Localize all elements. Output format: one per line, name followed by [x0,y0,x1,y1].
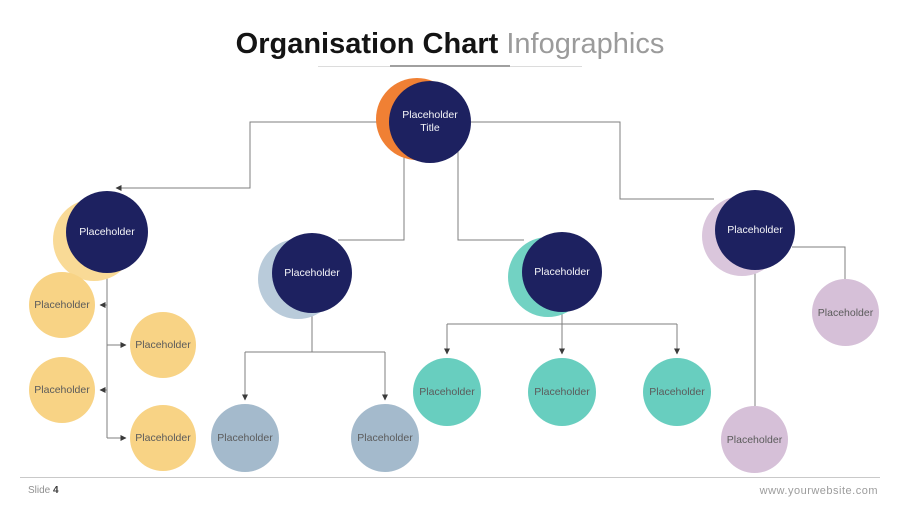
branch-yellow-circle: Placeholder [66,191,148,273]
org-node-teal-child-1[interactable]: Placeholder [413,358,481,426]
connector-root-teal [457,145,524,241]
blue-child-2-label: Placeholder [357,432,413,444]
slide-number-label: Slide [28,485,51,496]
connector-root-left [115,121,392,191]
org-node-branch-teal[interactable]: Placeholder [508,232,602,317]
org-node-branch-yellow[interactable]: Placeholder [53,191,148,281]
org-node-teal-child-3[interactable]: Placeholder [643,358,711,426]
org-node-teal-child-2[interactable]: Placeholder [528,358,596,426]
org-node-branch-pink[interactable]: Placeholder [702,190,795,276]
connector-root-right [468,121,714,200]
org-node-root[interactable]: Placeholder Title [376,78,471,163]
teal-child-2-label: Placeholder [534,386,590,398]
connector-pink-elbow [792,246,846,279]
org-node-yellow-child-4[interactable]: Placeholder [130,405,196,471]
branch-yellow-label: Placeholder [79,225,135,238]
teal-child-1-label: Placeholder [419,386,475,398]
root-circle: Placeholder Title [389,81,471,163]
teal-child-3-label: Placeholder [649,386,705,398]
branch-pink-label: Placeholder [727,223,783,236]
slide-title-sub: Infographics [506,28,665,60]
teal-child-1-circle: Placeholder [413,358,481,426]
pink-child-1-label: Placeholder [817,306,874,319]
slide-number: Slide 4 [28,485,59,496]
blue-child-1-circle: Placeholder [211,404,279,472]
title-underline-accent [390,65,510,67]
slide-title: Organisation Chart Infographics [0,27,900,61]
yellow-child-4-circle: Placeholder [130,405,196,471]
slide-title-main: Organisation Chart [235,28,499,60]
yellow-child-1-circle: Placeholder [29,272,95,338]
org-node-pink-child-2[interactable]: Placeholder [721,406,788,473]
slide-number-value: 4 [53,485,59,496]
blue-child-2-circle: Placeholder [351,404,419,472]
root-label: Placeholder Title [402,109,458,134]
org-node-yellow-child-3[interactable]: Placeholder [29,357,95,423]
org-node-blue-child-1[interactable]: Placeholder [211,404,279,472]
yellow-child-3-circle: Placeholder [29,357,95,423]
yellow-child-2-label: Placeholder [135,339,191,351]
teal-child-3-circle: Placeholder [643,358,711,426]
branch-blue-label: Placeholder [284,266,340,279]
branch-pink-circle: Placeholder [715,190,795,270]
yellow-child-1-label: Placeholder [34,299,90,311]
org-node-yellow-child-1[interactable]: Placeholder [29,272,95,338]
pink-child-1-circle: Placeholder [812,279,879,346]
org-node-pink-child-1[interactable]: Placeholder [812,279,879,346]
org-node-yellow-child-2[interactable]: Placeholder [130,312,196,378]
org-node-branch-blue[interactable]: Placeholder [258,233,352,319]
branch-teal-label: Placeholder [534,265,590,278]
pink-child-2-label: Placeholder [726,433,783,446]
website-url: www.yourwebsite.com [759,485,878,497]
yellow-child-4-label: Placeholder [135,432,191,444]
blue-child-1-label: Placeholder [217,432,273,444]
yellow-child-3-label: Placeholder [34,384,90,396]
yellow-child-2-circle: Placeholder [130,312,196,378]
branch-teal-circle: Placeholder [522,232,602,312]
footer-divider [20,477,880,478]
connector-root-blue [338,145,405,241]
branch-blue-circle: Placeholder [272,233,352,313]
pink-child-2-circle: Placeholder [721,406,788,473]
teal-child-2-circle: Placeholder [528,358,596,426]
org-node-blue-child-2[interactable]: Placeholder [351,404,419,472]
